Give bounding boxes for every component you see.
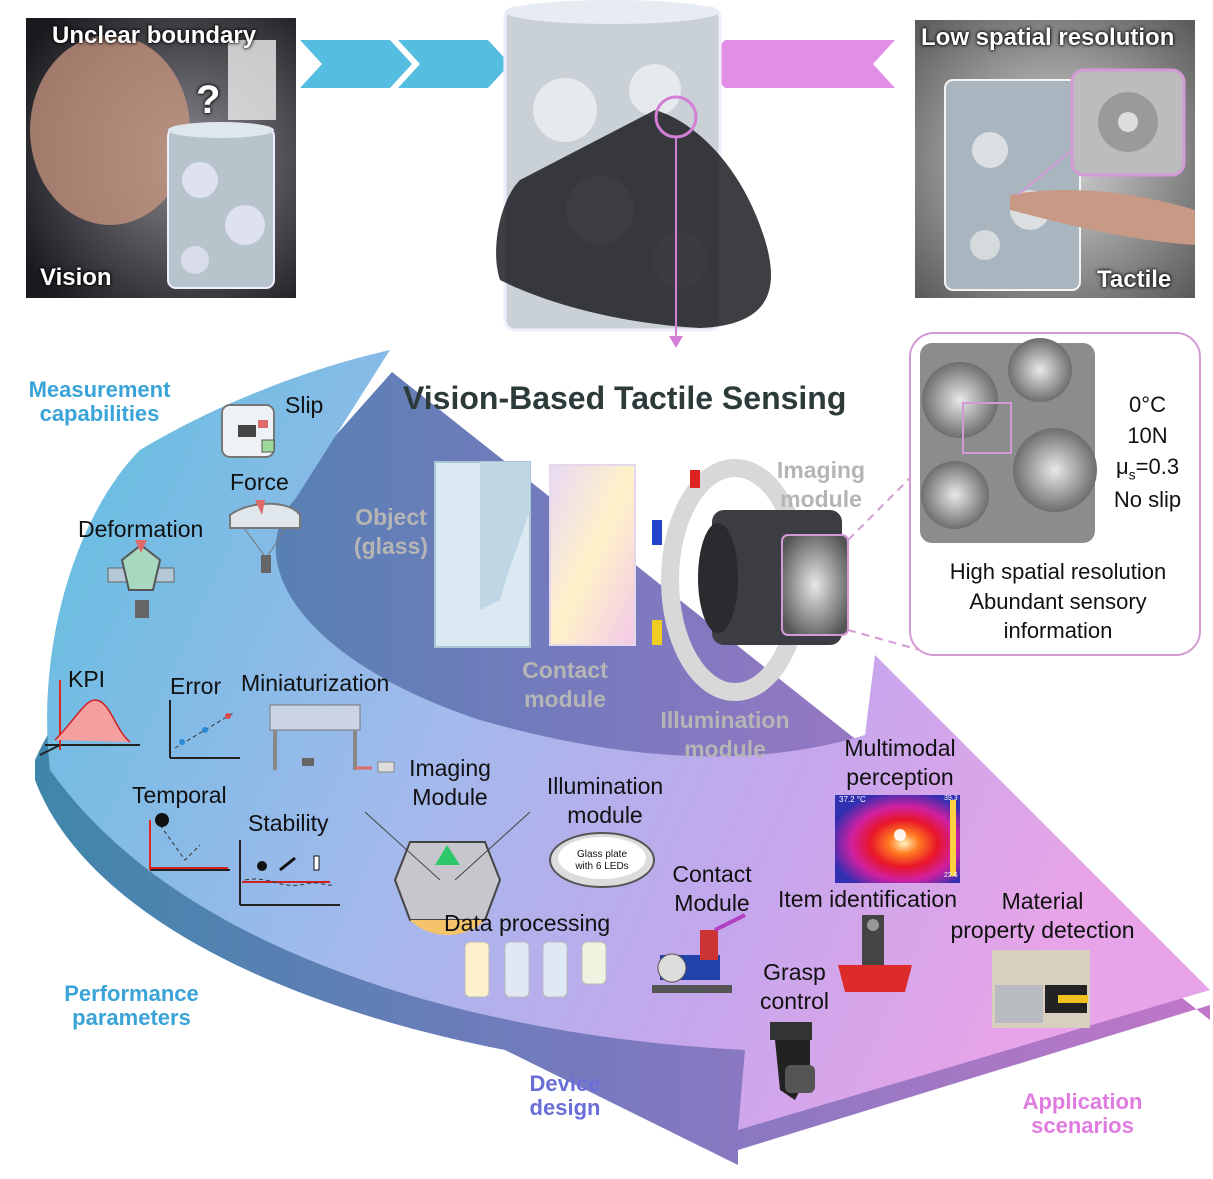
- chevron-left-1-icon: [783, 40, 895, 88]
- multimodal-perception-label: Multimodal perception: [844, 735, 956, 790]
- vision-photo-caption-layer: Unclear boundary ? Vision: [26, 18, 296, 298]
- item-identification-bin-icon: [838, 915, 912, 992]
- temporal-label: Temporal: [132, 782, 227, 808]
- imaging-module-label: Imaging module: [776, 457, 866, 512]
- object-glass-part: [434, 461, 531, 648]
- stability-label: Stability: [248, 810, 329, 836]
- error-label: Error: [170, 673, 222, 699]
- tactile-photo: [915, 20, 1195, 298]
- unclear-boundary-label: Unclear boundary: [52, 22, 257, 49]
- zoom-description: High spatial resolution Abundant sensory…: [949, 559, 1167, 644]
- kpi-label: KPI: [68, 666, 106, 692]
- object-glass-label: Object (glass): [353, 504, 429, 559]
- arrow-body: [47, 350, 1211, 1130]
- slip-icon: [221, 404, 275, 458]
- contact-module-assembly-icon: [652, 913, 746, 993]
- temporal-plot-icon: [149, 813, 230, 871]
- low-spatial-resolution-label: Low spatial resolution: [921, 24, 1175, 51]
- zoom-connector-top: [847, 467, 921, 541]
- contact-module-device-label: Contact Module: [672, 861, 752, 916]
- temperature-value: 0°C: [1129, 392, 1166, 417]
- kpi-plot-icon: [39, 680, 140, 756]
- miniaturization-icon: [269, 704, 395, 773]
- thermal-top-readout: 39.3: [944, 795, 958, 802]
- tactile-label: Tactile: [1097, 266, 1172, 293]
- imaging-module-device-label: Imaging Module: [409, 755, 491, 810]
- vision-photo: [26, 18, 296, 298]
- slip-label: Slip: [285, 392, 324, 418]
- thermal-left-readout: 37.2 °C: [839, 795, 866, 804]
- grasp-control-gripper-icon: [770, 1022, 815, 1100]
- contact-module-label: Contact module: [522, 657, 608, 712]
- vision-label: Vision: [40, 264, 112, 291]
- illumination-module-device-label: Illumination module: [546, 773, 664, 828]
- stability-plot-icon: [239, 840, 340, 906]
- illumination-module-label: Illumination module: [660, 707, 790, 762]
- chevron-right-2-icon: [398, 40, 510, 88]
- slip-value: No slip: [1113, 486, 1182, 512]
- thermal-image-icon: [835, 795, 960, 883]
- zoom-panel: [909, 332, 1201, 656]
- deformation-label: Deformation: [78, 516, 204, 542]
- glass-plate-caption: Glass plate with 6 LEDs: [575, 849, 629, 872]
- zoom-connector-bottom: [847, 629, 921, 651]
- item-identification-label: Item identification: [778, 886, 957, 912]
- imaging-camera-part: [698, 510, 849, 645]
- application-scenarios-heading: Application scenarios: [1022, 1089, 1143, 1139]
- deformation-icon: [107, 540, 175, 618]
- data-processing-icons: [464, 941, 607, 998]
- material-property-photo-icon: [992, 950, 1090, 1028]
- performance-parameters-heading: Performance parameters: [64, 981, 199, 1031]
- zoom-values: 0°C 10N μs=0.3 No slip: [1100, 390, 1195, 515]
- error-plot-icon: [169, 700, 240, 759]
- thermal-bottom-readout: 22.6: [944, 872, 958, 879]
- main-title: Vision-Based Tactile Sensing: [403, 380, 847, 416]
- data-processing-label: Data processing: [444, 910, 611, 936]
- question-mark-icon: ?: [196, 78, 221, 122]
- chevron-right-1-icon: [300, 40, 412, 88]
- tactile-photo-caption-layer: Low spatial resolution Tactile: [915, 20, 1195, 298]
- grasp-control-label: Grasp control: [759, 959, 830, 1014]
- chevron-left-2-icon: [703, 40, 815, 88]
- material-property-detection-label: Material property detection: [950, 888, 1135, 943]
- device-design-heading: Device design: [529, 1071, 601, 1121]
- imaging-module-diagram-icon: [364, 811, 531, 935]
- force-value: 10N: [1127, 422, 1168, 448]
- contact-module-part: [549, 464, 636, 646]
- measurement-capabilities-heading: Measurement capabilities: [28, 377, 171, 427]
- force-icon: [229, 500, 301, 573]
- illumination-module-plate-icon: [549, 832, 655, 888]
- friction-value: μs=0.3: [1115, 453, 1180, 482]
- force-label: Force: [230, 469, 289, 495]
- glass-robot-hand-photo: [496, 0, 772, 348]
- miniaturization-label: Miniaturization: [241, 670, 390, 696]
